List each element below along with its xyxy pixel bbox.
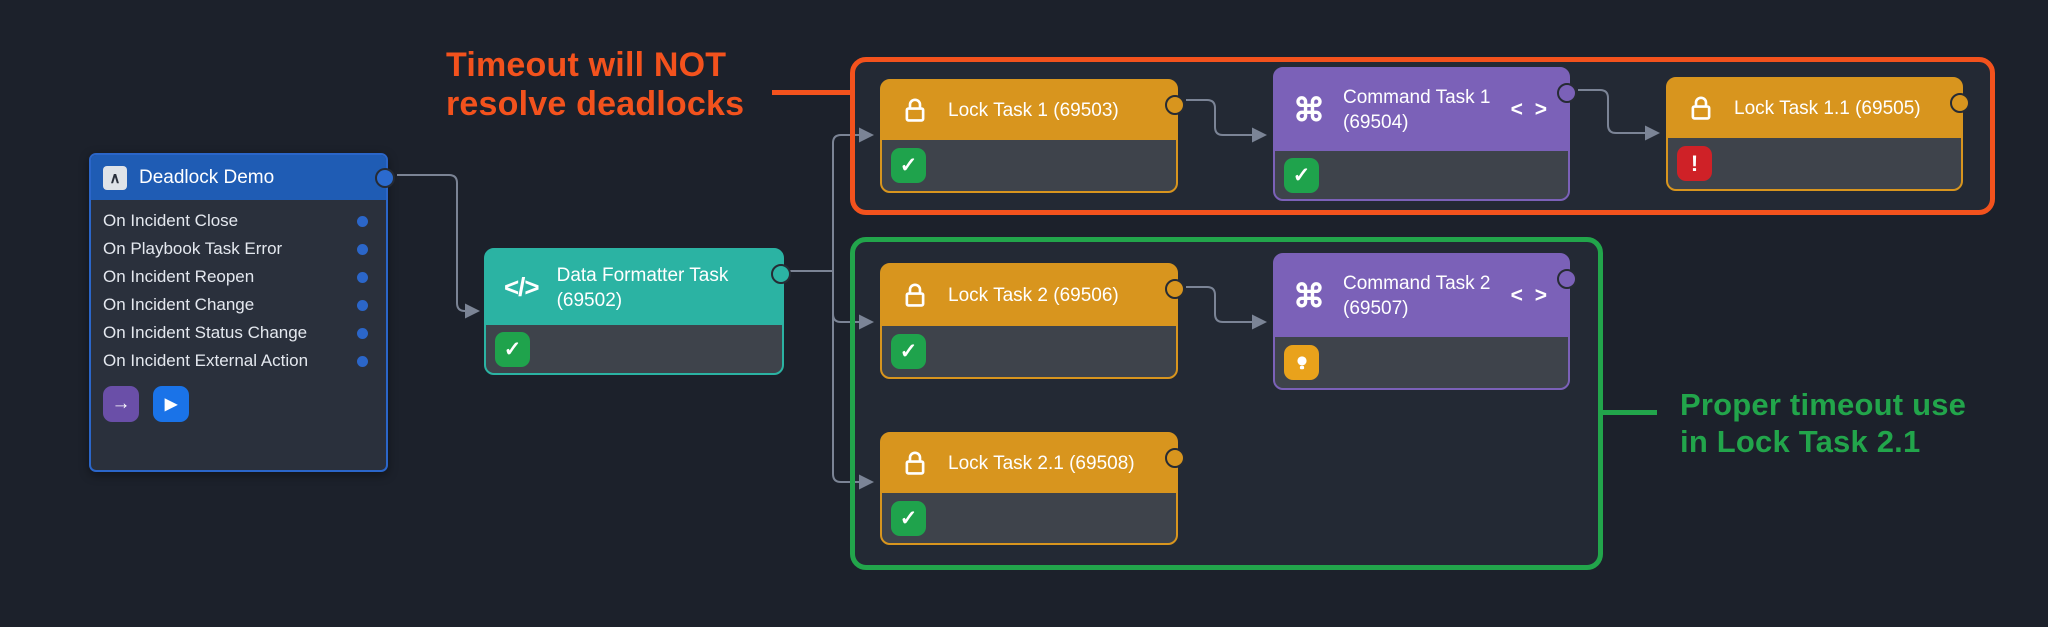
node-deadlock-demo-trigger[interactable]: ∧ Deadlock Demo On Incident Close On Pla… bbox=[89, 153, 395, 472]
output-port[interactable] bbox=[1165, 279, 1185, 299]
trigger-output-port[interactable] bbox=[357, 355, 368, 367]
collapse-icon[interactable]: ∧ bbox=[103, 165, 127, 190]
node-title: Lock Task 1 (69503) bbox=[948, 100, 1119, 121]
output-port[interactable] bbox=[771, 264, 791, 284]
node-command-task-2[interactable]: ⌘ Command Task 2 (69507) < > bbox=[1273, 253, 1577, 390]
trigger-header: ∧ Deadlock Demo bbox=[91, 155, 386, 200]
node-lock-task-1[interactable]: Lock Task 1 (69503) ✓ bbox=[880, 79, 1185, 193]
trigger-output-port[interactable] bbox=[357, 243, 368, 255]
trigger-output-port[interactable] bbox=[357, 327, 368, 339]
lock-icon bbox=[900, 96, 930, 126]
orange-callout-connector bbox=[772, 90, 852, 95]
node-title-line1: Data Formatter Task bbox=[556, 264, 729, 286]
node-title-line2: (69507) bbox=[1343, 298, 1409, 319]
output-port[interactable] bbox=[1557, 269, 1577, 289]
angle-brackets-icon[interactable]: < > bbox=[1510, 284, 1550, 307]
trigger-item-on-incident-reopen[interactable]: On Incident Reopen bbox=[103, 265, 374, 289]
code-icon: </> bbox=[504, 272, 540, 302]
node-title-line2: (69502) bbox=[556, 289, 623, 311]
lock-icon bbox=[1686, 94, 1716, 124]
timeout-callout: Timeout will NOT resolve deadlocks bbox=[446, 46, 744, 124]
trigger-output-port[interactable] bbox=[357, 299, 368, 311]
output-port[interactable] bbox=[375, 168, 395, 188]
node-title: Lock Task 1.1 (69505) bbox=[1734, 98, 1921, 119]
output-port[interactable] bbox=[1950, 93, 1970, 113]
node-lock-task-2[interactable]: Lock Task 2 (69506) ✓ bbox=[880, 263, 1185, 379]
node-title-line2: (69504) bbox=[1343, 112, 1409, 133]
proper-timeout-callout-line2: in Lock Task 2.1 bbox=[1680, 424, 1921, 459]
trigger-item-on-incident-external-action[interactable]: On Incident External Action bbox=[103, 349, 374, 373]
lock-icon bbox=[900, 281, 930, 311]
trigger-output-port[interactable] bbox=[357, 271, 368, 283]
lightbulb-icon bbox=[1296, 355, 1307, 369]
trigger-item-on-incident-change[interactable]: On Incident Change bbox=[103, 293, 374, 317]
trigger-output-port[interactable] bbox=[357, 215, 368, 227]
node-data-formatter-task[interactable]: </> Data Formatter Task (69502) ✓ bbox=[484, 248, 791, 375]
trigger-title: Deadlock Demo bbox=[139, 166, 275, 188]
node-title-line1: Command Task 1 bbox=[1343, 87, 1491, 108]
command-icon: ⌘ bbox=[1293, 92, 1325, 128]
proper-timeout-callout: Proper timeout use in Lock Task 2.1 bbox=[1680, 386, 1966, 460]
goto-arrow-button[interactable]: → bbox=[103, 386, 139, 422]
timeout-callout-line1: Timeout will NOT bbox=[446, 46, 727, 84]
lock-icon bbox=[900, 449, 930, 479]
trigger-item-list: On Incident Close On Playbook Task Error… bbox=[91, 200, 386, 377]
trigger-item-on-playbook-task-error[interactable]: On Playbook Task Error bbox=[103, 237, 374, 261]
trigger-item-on-incident-status-change[interactable]: On Incident Status Change bbox=[103, 321, 374, 345]
output-port[interactable] bbox=[1557, 83, 1577, 103]
success-check-badge[interactable]: ✓ bbox=[891, 500, 926, 536]
angle-brackets-icon[interactable]: < > bbox=[1510, 98, 1550, 121]
trigger-item-on-incident-close[interactable]: On Incident Close bbox=[103, 209, 374, 233]
output-port[interactable] bbox=[1165, 448, 1185, 468]
success-check-badge[interactable]: ✓ bbox=[1284, 157, 1319, 193]
output-port[interactable] bbox=[1165, 95, 1185, 115]
timeout-callout-line2: resolve deadlocks bbox=[446, 85, 745, 123]
waiting-bulb-badge[interactable] bbox=[1284, 345, 1319, 380]
success-check-badge[interactable]: ✓ bbox=[891, 334, 926, 369]
green-callout-connector bbox=[1601, 410, 1657, 415]
run-playbook-button[interactable]: ▶ bbox=[153, 386, 189, 422]
node-title: Lock Task 2.1 (69508) bbox=[948, 453, 1135, 474]
node-command-task-1[interactable]: ⌘ Command Task 1 (69504) < > ✓ bbox=[1273, 67, 1577, 201]
command-icon: ⌘ bbox=[1293, 278, 1325, 314]
success-check-badge[interactable]: ✓ bbox=[891, 148, 926, 183]
error-badge[interactable]: ! bbox=[1677, 146, 1712, 181]
success-check-badge[interactable]: ✓ bbox=[495, 331, 530, 367]
node-lock-task-2-1[interactable]: Lock Task 2.1 (69508) ✓ bbox=[880, 432, 1185, 545]
node-title: Lock Task 2 (69506) bbox=[948, 285, 1119, 306]
node-lock-task-1-1[interactable]: Lock Task 1.1 (69505) ! bbox=[1666, 77, 1970, 191]
proper-timeout-callout-line1: Proper timeout use bbox=[1680, 387, 1967, 422]
node-title-line1: Command Task 2 bbox=[1343, 273, 1491, 294]
